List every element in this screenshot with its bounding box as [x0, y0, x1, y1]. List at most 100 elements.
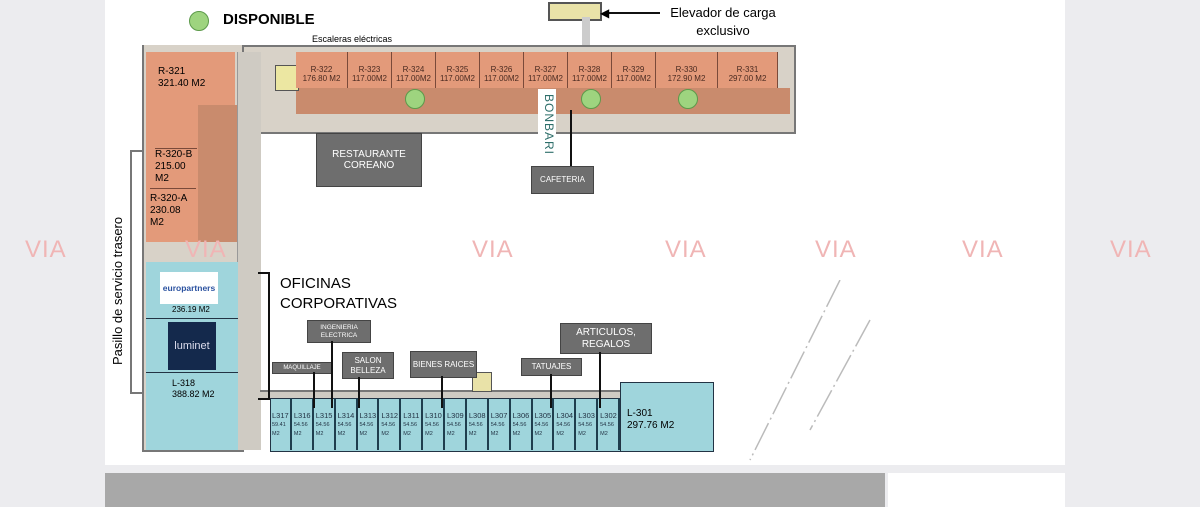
shop-id: L313	[359, 411, 377, 420]
room-size: 117.00M2	[352, 73, 387, 83]
room-size: 117.00M2	[440, 73, 475, 83]
shop-size: 54.56 M2	[578, 422, 593, 437]
salon-arrow	[358, 377, 360, 408]
bottom-elevator	[472, 372, 492, 392]
main-corridor	[237, 52, 261, 450]
room-size: 117.00M2	[396, 73, 431, 83]
label-salon: SALON BELLEZA	[342, 352, 394, 379]
watermark: VIA	[25, 236, 67, 263]
label-restaurant: RESTAURANTE COREANO	[316, 133, 422, 187]
label-gifts: ARTICULOS, REGALOS	[560, 323, 652, 354]
room-size: 230.08 M2	[150, 205, 181, 228]
shop-id: L310	[425, 411, 442, 420]
watermark: VIA	[815, 236, 857, 263]
luminet-logo: luminet	[168, 322, 216, 370]
room-size: 172.90 M2	[667, 73, 706, 83]
offices-bracket	[258, 272, 270, 400]
room-size: 117.00M2	[484, 73, 519, 83]
arrow-head-icon: ◀	[600, 6, 610, 20]
watermark: VIA	[1110, 236, 1152, 263]
room-size: 297.00 M2	[728, 73, 767, 83]
elevator-arrow	[605, 12, 660, 14]
cafe-sign: BONBARI	[538, 89, 556, 161]
shop-size: 59.41 M2	[272, 422, 286, 437]
room-id: L-318	[172, 378, 196, 388]
shop-size: 54.56 M2	[337, 422, 352, 437]
real-estate-arrow	[441, 376, 443, 408]
shop-l313[interactable]: L313 54.56 M2	[358, 398, 380, 450]
shop-id: L308	[468, 411, 486, 420]
shop-id: L306	[512, 411, 530, 420]
available-dot-icon	[581, 89, 601, 109]
room-size: 117.00M2	[572, 73, 607, 83]
shop-l304[interactable]: L304 54.56 M2	[554, 398, 577, 450]
room-id: R-328	[578, 65, 601, 74]
label-cafeteria: CAFETERIA	[531, 166, 594, 194]
shop-id: L304	[556, 411, 574, 420]
divider	[146, 372, 238, 373]
europartners-size: 236.19 M2	[172, 305, 210, 314]
site-boundary-lines	[749, 280, 871, 461]
available-dot-icon	[189, 11, 209, 31]
tattoo-arrow	[550, 374, 552, 408]
service-corridor-label: Pasillo de servicio trasero	[110, 216, 125, 365]
offices-line2: CORPORATIVAS	[280, 294, 397, 312]
shops-row	[270, 398, 622, 452]
room-size: 117.00M2	[528, 73, 563, 83]
room-l-301[interactable]	[620, 382, 714, 452]
shop-size: 54.56 M2	[556, 422, 571, 437]
room-id: R-329	[622, 65, 645, 74]
room-size: 215.00 M2	[155, 161, 186, 184]
escalators-label: Escaleras eléctricas	[312, 34, 393, 44]
offices-label: OFICINAS CORPORATIVAS	[280, 274, 397, 313]
left-inner-corridor	[198, 105, 238, 242]
shop-id: L316	[293, 411, 311, 420]
shop-size: 54.56 M2	[403, 422, 418, 437]
shop-size: 54.56 M2	[381, 422, 396, 437]
divider	[146, 318, 238, 319]
room-id: L-301	[627, 408, 653, 419]
shop-size: 54.56 M2	[359, 422, 374, 437]
offices-line1: OFICINAS	[280, 275, 351, 292]
room-id: R-327	[534, 65, 557, 74]
shop-id: L307	[490, 411, 508, 420]
label-real-estate: BIENES RAICES	[410, 351, 477, 378]
elevator-label: Elevador de carga exclusivo	[670, 5, 776, 38]
room-id: R-323	[358, 65, 381, 74]
room-id: R-320-A	[150, 193, 188, 204]
room-id: R-321	[158, 66, 186, 77]
shop-size: 54.56 M2	[315, 422, 330, 437]
room-id: R-320-B	[155, 149, 193, 160]
room-id: R-324	[402, 65, 425, 74]
room-size: 297.76 M2	[627, 419, 675, 431]
room-id: R-330	[675, 65, 698, 74]
